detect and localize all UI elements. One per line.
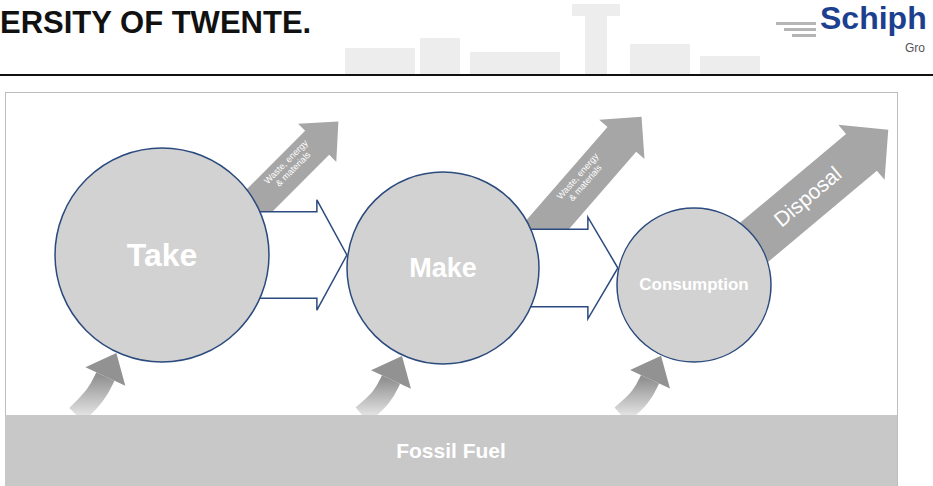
logo-line <box>784 28 816 31</box>
connector <box>362 356 411 415</box>
connector <box>621 356 670 415</box>
circle-shape <box>347 172 539 364</box>
skyline-tower-top <box>572 4 620 16</box>
skyline-building <box>470 52 560 74</box>
skyline-building <box>700 56 760 74</box>
logo-line <box>776 22 816 25</box>
header-skyline <box>345 4 760 74</box>
circle-shape <box>55 148 269 362</box>
diagram-frame <box>6 93 898 486</box>
fuel-band: Fossil Fuel <box>5 415 897 486</box>
node-label: Consumption <box>639 275 749 295</box>
fuel-arrow-head <box>85 353 125 386</box>
connector <box>76 353 125 415</box>
header-rule <box>0 74 933 76</box>
skyline-tower <box>585 6 607 74</box>
logo-lines <box>776 22 816 37</box>
process-circle: Make <box>346 171 540 365</box>
process-circle: Take <box>54 147 270 363</box>
connector <box>258 200 347 310</box>
logo-line <box>792 34 816 37</box>
node-label: Take <box>127 237 198 274</box>
fuel-arrow-shaft <box>362 379 391 415</box>
fuel-arrow-shaft <box>621 379 650 415</box>
fuel-arrow-shaft <box>76 376 105 415</box>
skyline-building <box>630 44 690 74</box>
band-shape <box>5 415 897 486</box>
logo-text: Schiph <box>820 1 927 36</box>
connector <box>528 217 618 319</box>
fuel-arrow-head <box>630 356 670 389</box>
skyline-building <box>420 38 460 74</box>
logo-subtext: Gro <box>905 42 925 55</box>
circle-shape <box>617 208 771 362</box>
flow-arrow <box>528 217 618 319</box>
node-label: Make <box>409 253 477 284</box>
flow-arrow <box>258 200 347 310</box>
node-label: Fossil Fuel <box>396 439 506 463</box>
fuel-arrow-head <box>371 356 411 389</box>
process-circle: Consumption <box>616 207 772 363</box>
skyline-building <box>345 48 415 74</box>
header-text: ERSITY OF TWENTE. <box>0 6 311 39</box>
